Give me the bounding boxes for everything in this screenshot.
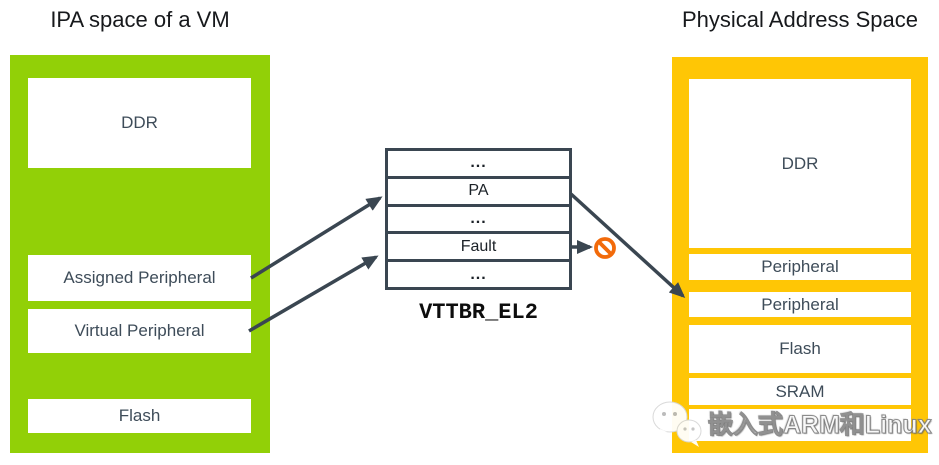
arrow-pa-to-peripheral — [569, 192, 686, 299]
vttbr-el2-label: VTTBR_EL2 — [419, 300, 538, 325]
ipa-block-virtual-peripheral: Virtual Peripheral — [28, 309, 251, 353]
watermark-text: 嵌入式ARM和Linux — [707, 410, 932, 439]
pa-block-ddr: DDR — [689, 79, 911, 248]
stage2-translation-table: ... PA ... Fault ... — [385, 148, 572, 290]
pa-block-peripheral-2: Peripheral — [689, 292, 911, 317]
ipa-block-ddr: DDR — [28, 78, 251, 168]
table-row: ... — [388, 206, 569, 232]
ipa-block-flash: Flash — [28, 399, 251, 433]
arrow-assigned-to-pa — [250, 196, 383, 280]
pa-block-peripheral-1: Peripheral — [689, 254, 911, 280]
physical-address-space-title: Physical Address Space — [681, 7, 919, 32]
pa-block-flash: Flash — [689, 325, 911, 373]
table-row: ... — [388, 262, 569, 287]
ipa-space-title: IPA space of a VM — [50, 7, 230, 32]
table-row-fault: Fault — [388, 234, 569, 260]
watermark: 嵌入式ARM和Linux — [650, 398, 932, 448]
ipa-block-assigned-peripheral: Assigned Peripheral — [28, 255, 251, 301]
pa-block-bottom — [689, 409, 911, 441]
table-row-pa: PA — [388, 178, 569, 204]
pa-block-sram: SRAM — [689, 378, 911, 405]
wechat-icon — [652, 401, 702, 447]
table-row: ... — [388, 151, 569, 176]
no-entry-icon — [594, 237, 616, 259]
